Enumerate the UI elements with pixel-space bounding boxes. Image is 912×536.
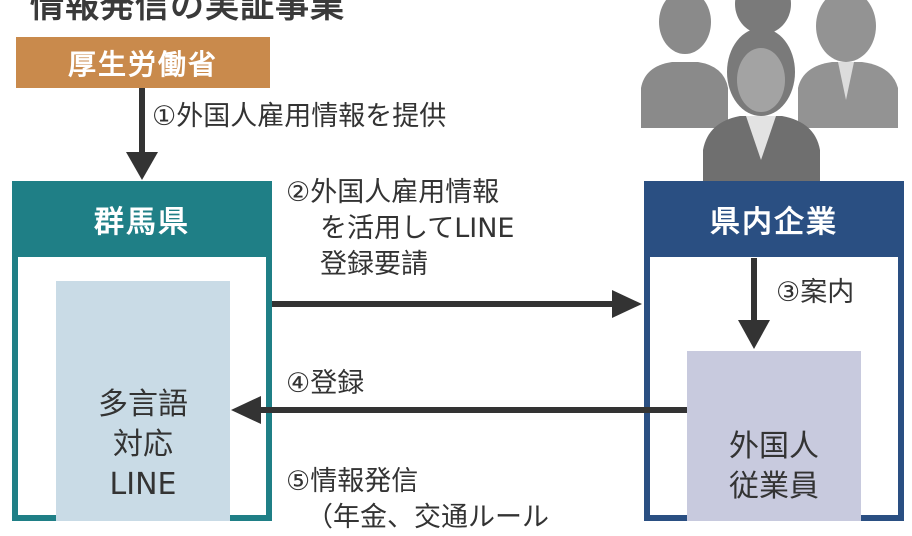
step3-label: ③案内 <box>776 277 855 308</box>
arrow-ministry-to-gunma <box>126 88 158 180</box>
multilingual-line-box: 多言語 対応 LINE <box>56 281 230 521</box>
step4-label: ④登録 <box>286 368 365 399</box>
gunma-header: 群馬県 <box>12 181 272 257</box>
arrow-workers-to-line <box>231 396 687 424</box>
company-header: 県内企業 <box>644 181 904 257</box>
step2-line: を活用してLINE <box>320 213 515 244</box>
step5-line: ⑤情報発信 <box>286 466 419 497</box>
step2-line: 登録要請 <box>320 249 428 280</box>
diagram-graphics <box>126 0 898 424</box>
diagram-title: 情報発信の実証事業 <box>30 0 345 26</box>
worker-box-text: 外国人 <box>729 429 819 464</box>
step2-line: ②外国人雇用情報 <box>286 177 500 208</box>
line-box-text: LINE <box>109 467 177 502</box>
arrow-company-to-workers <box>738 258 770 349</box>
people-illustration <box>641 0 898 181</box>
line-box-text: 対応 <box>113 427 173 462</box>
worker-box-text: 従業員 <box>729 469 819 504</box>
step1-label: ①外国人雇用情報を提供 <box>152 101 447 132</box>
ministry-box: 厚生労働省 <box>16 37 270 88</box>
line-box-text: 多言語 <box>98 387 188 422</box>
step2-label: ②外国人雇用情報 を活用してLINE 登録要請 <box>286 175 514 283</box>
foreign-worker-box: 外国人 従業員 <box>687 351 861 521</box>
arrow-gunma-to-company <box>272 290 642 318</box>
